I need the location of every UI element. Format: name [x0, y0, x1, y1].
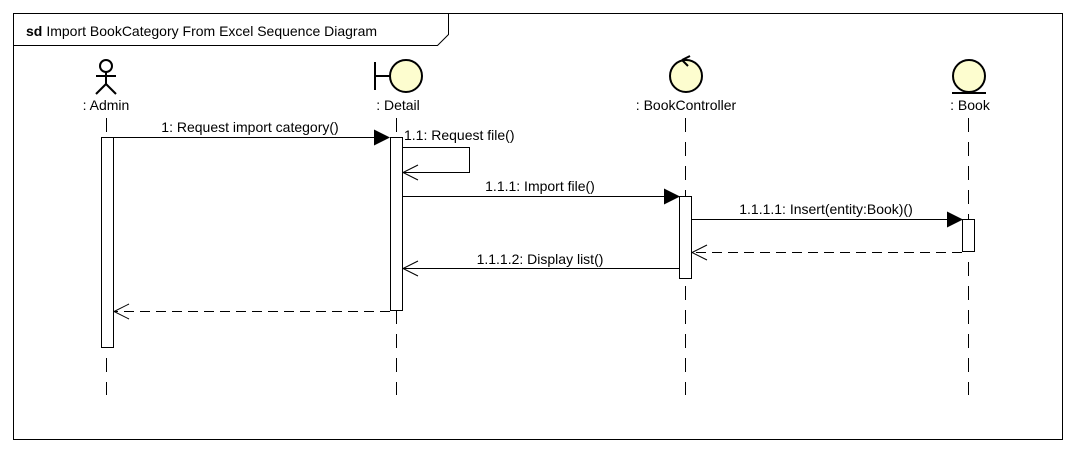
- open-arrowhead-icon: [690, 244, 708, 261]
- diagram-frame: [13, 13, 1063, 440]
- frame-title-text: Import BookCategory From Excel Sequence …: [46, 23, 377, 39]
- participant-admin: : Admin: [83, 59, 130, 113]
- message-line: [403, 147, 470, 173]
- message-label: 1.1.1.2: Display list(): [477, 251, 604, 267]
- entity-icon: [952, 59, 986, 94]
- message-1-1-1: 1.1.1: Import file(): [403, 178, 680, 205]
- participant-label-controller: : BookController: [636, 97, 737, 113]
- sync-arrowhead-icon: [947, 211, 963, 228]
- message-1: 1: Request import category(): [114, 119, 390, 146]
- participant-controller: : BookController: [636, 55, 737, 113]
- activation-controller: [679, 196, 692, 279]
- control-icon: [669, 55, 703, 93]
- sync-arrowhead-icon: [374, 129, 390, 146]
- open-arrowhead-icon: [401, 164, 419, 181]
- activation-detail: [390, 137, 403, 311]
- message-label: 1.1.1.1: Insert(entity:Book)(): [739, 201, 913, 217]
- boundary-icon: [374, 59, 423, 93]
- message-label: 1: Request import category(): [161, 119, 338, 135]
- participant-label-book: : Book: [950, 97, 991, 113]
- message-label: 1.1: Request file(): [404, 127, 515, 143]
- frame-title-tab: [13, 13, 449, 46]
- participant-book: : Book: [950, 59, 991, 113]
- message-1-1-1-1: 1.1.1.1: Insert(entity:Book)(): [692, 201, 963, 228]
- message-label: 1.1.1: Import file(): [485, 178, 595, 194]
- open-arrowhead-icon: [112, 303, 130, 320]
- return-message-detail: [112, 303, 390, 320]
- open-arrowhead-icon: [401, 260, 419, 277]
- return-message-book: [690, 244, 962, 261]
- participant-label-admin: : Admin: [83, 97, 130, 113]
- actor-icon: [95, 59, 117, 95]
- participant-detail: : Detail: [374, 59, 423, 113]
- participant-label-detail: : Detail: [376, 97, 420, 113]
- sync-arrowhead-icon: [664, 188, 680, 205]
- activation-admin: [101, 137, 114, 348]
- message-1-1-1-2: 1.1.1.2: Display list(): [401, 251, 679, 277]
- frame-title-keyword: sd: [26, 23, 42, 39]
- activation-book: [962, 219, 975, 252]
- message-1-1: 1.1: Request file(): [401, 127, 515, 181]
